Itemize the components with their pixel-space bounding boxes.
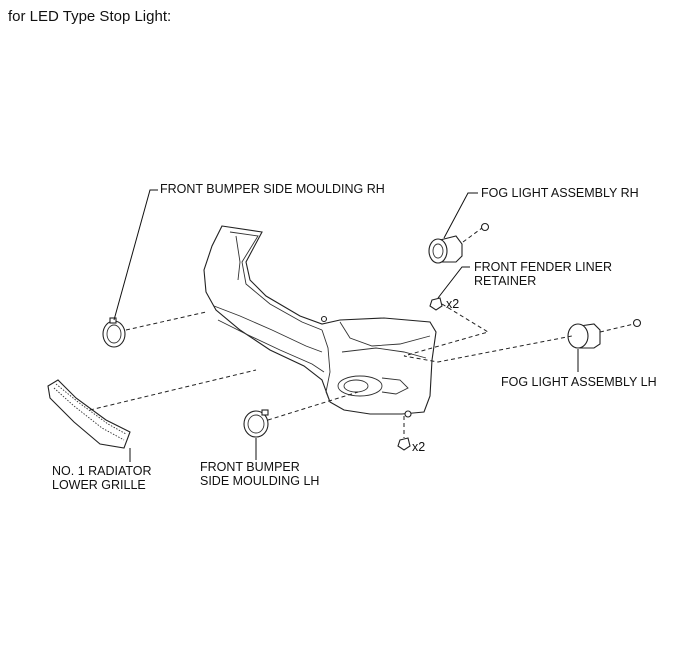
page-heading: for LED Type Stop Light:	[8, 8, 172, 25]
clip-icon	[397, 297, 443, 451]
label-bumper-moulding-lh-line1: FRONT BUMPER	[200, 460, 300, 474]
label-radiator-grille-line2: LOWER GRILLE	[52, 478, 146, 492]
label-bumper-moulding-lh-line2: SIDE MOULDING LH	[200, 474, 319, 488]
label-radiator-grille-line1: NO. 1 RADIATOR	[52, 464, 152, 478]
label-fog-light-lh: FOG LIGHT ASSEMBLY LH	[501, 375, 657, 389]
screw-icon	[480, 222, 642, 328]
qty-retainer-lower: x2	[412, 440, 425, 454]
leader-lines	[113, 189, 579, 462]
label-bumper-moulding-rh: FRONT BUMPER SIDE MOULDING RH	[160, 182, 385, 196]
fog-light-lh	[567, 323, 601, 349]
bumper-side-moulding-rh	[102, 317, 126, 348]
radiator-lower-grille	[47, 379, 131, 449]
label-fender-liner-retainer-line1: FRONT FENDER LINER	[474, 260, 612, 274]
fog-light-rh	[428, 235, 463, 264]
assembly-lines	[89, 227, 635, 438]
label-fog-light-rh: FOG LIGHT ASSEMBLY RH	[481, 186, 639, 200]
qty-retainer-upper: x2	[446, 297, 459, 311]
label-fender-liner-retainer-line2: RETAINER	[474, 274, 536, 288]
bumper-side-moulding-lh	[243, 409, 269, 438]
front-bumper-cover	[203, 225, 437, 418]
